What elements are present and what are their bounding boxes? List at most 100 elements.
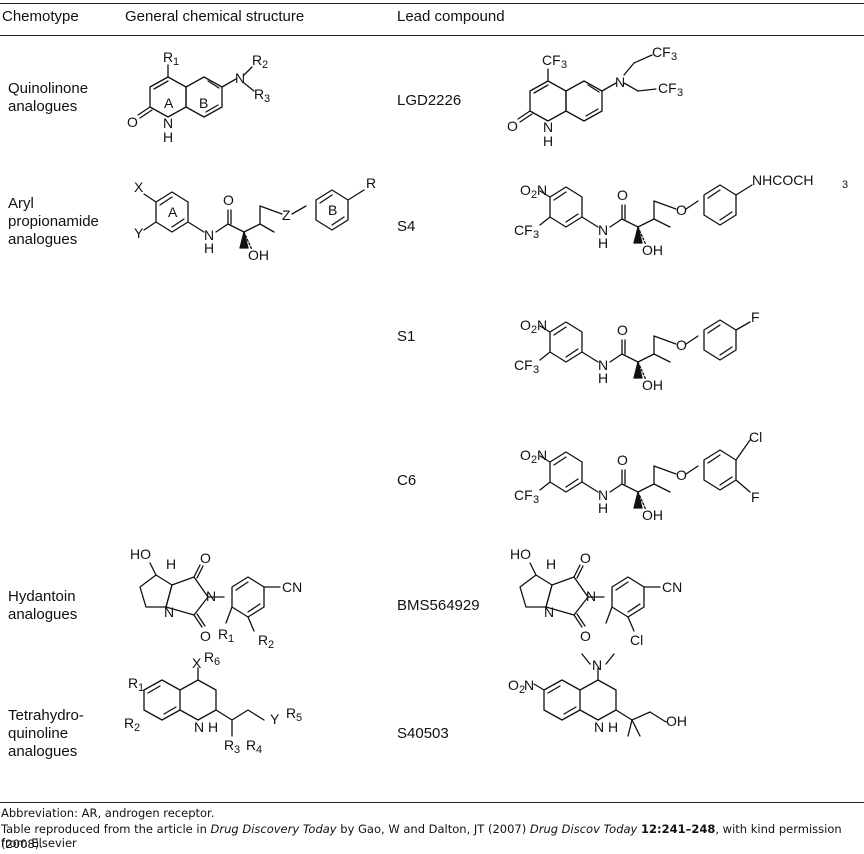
header-general-structure: General chemical structure [125, 8, 305, 25]
table-bottom-rule [0, 802, 864, 803]
svg-text:OH: OH [666, 713, 687, 729]
svg-text:N: N [163, 115, 173, 131]
svg-text:O: O [200, 550, 211, 566]
svg-text:N: N [164, 604, 174, 620]
footnote-source: Table reproduced from the article in Dru… [1, 822, 842, 850]
svg-text:HO: HO [130, 546, 151, 562]
svg-text:F: F [751, 489, 760, 505]
svg-text:A: A [164, 95, 174, 111]
compound-s4: S4 [397, 218, 416, 235]
svg-text:Y: Y [270, 711, 280, 727]
svg-text:5: 5 [296, 712, 302, 724]
svg-text:O: O [676, 467, 687, 483]
svg-text:Z: Z [282, 207, 291, 223]
compound-s1: S1 [397, 328, 416, 345]
svg-text:N: N [537, 317, 547, 333]
structure-bms564929: HO H O N N O CN Cl [510, 546, 682, 648]
svg-text:N: N [586, 588, 596, 604]
svg-text:OH: OH [642, 377, 663, 393]
svg-text:X: X [134, 179, 144, 195]
svg-text:R: R [258, 632, 268, 648]
header-rule [0, 35, 864, 36]
svg-text:N: N [543, 119, 553, 135]
svg-text:2: 2 [519, 684, 525, 696]
svg-text:2: 2 [531, 324, 537, 336]
svg-text:1: 1 [228, 633, 234, 645]
svg-text:H: H [166, 556, 176, 572]
svg-text:N: N [537, 182, 547, 198]
svg-text:R: R [366, 175, 376, 191]
ring-b [185, 76, 223, 118]
svg-text:O: O [580, 550, 591, 566]
svg-text:N: N [592, 657, 602, 673]
svg-text:R: R [163, 49, 173, 65]
svg-text:2: 2 [268, 639, 274, 651]
svg-text:Cl: Cl [630, 632, 643, 648]
svg-text:3: 3 [671, 51, 677, 63]
svg-text:N: N [235, 70, 245, 86]
compound-s40503: S40503 [397, 725, 449, 742]
svg-text:N: N [598, 487, 608, 503]
table-top-rule [0, 3, 864, 4]
svg-text:CF: CF [514, 487, 533, 503]
svg-text:H: H [598, 500, 608, 516]
svg-text:N: N [194, 719, 204, 735]
svg-text:N: N [206, 588, 216, 604]
svg-text:OH: OH [248, 247, 269, 263]
header-lead-compound: Lead compound [397, 8, 505, 25]
svg-text:O: O [617, 322, 628, 338]
svg-text:H: H [204, 240, 214, 256]
svg-text:NHCOCH: NHCOCH [752, 172, 813, 188]
svg-text:R: R [254, 86, 264, 102]
svg-text:H: H [163, 129, 173, 145]
svg-text:2: 2 [262, 59, 268, 71]
svg-text:3: 3 [234, 744, 240, 756]
svg-text:O: O [507, 118, 518, 134]
svg-text:2: 2 [134, 722, 140, 734]
svg-text:2: 2 [531, 454, 537, 466]
svg-text:R: R [124, 715, 134, 731]
svg-text:O: O [617, 187, 628, 203]
svg-text:N: N [204, 227, 214, 243]
svg-text:OH: OH [642, 242, 663, 258]
compound-bms564929: BMS564929 [397, 597, 480, 614]
svg-text:O: O [617, 452, 628, 468]
svg-text:1: 1 [173, 56, 179, 68]
svg-text:3: 3 [561, 59, 567, 71]
svg-text:3: 3 [677, 87, 683, 99]
svg-text:H: H [598, 235, 608, 251]
svg-text:3: 3 [533, 494, 539, 506]
svg-text:CF: CF [658, 80, 677, 96]
svg-text:O: O [200, 628, 211, 644]
svg-text:3: 3 [533, 364, 539, 376]
svg-text:R: R [252, 52, 262, 68]
svg-text:O: O [127, 114, 138, 130]
svg-text:CF: CF [514, 222, 533, 238]
svg-text:Y: Y [134, 225, 144, 241]
svg-text:H: H [598, 370, 608, 386]
svg-text:O: O [520, 317, 531, 333]
footnote-year: (2008). [1, 837, 43, 851]
svg-text:3: 3 [264, 93, 270, 105]
svg-text:N: N [594, 719, 604, 735]
svg-text:O: O [580, 628, 591, 644]
svg-text:B: B [199, 95, 208, 111]
svg-text:O: O [676, 202, 687, 218]
svg-text:B: B [328, 202, 337, 218]
svg-text:CF: CF [542, 52, 561, 68]
svg-text:HO: HO [510, 546, 531, 562]
svg-text:O: O [520, 447, 531, 463]
svg-text:R: R [286, 705, 296, 721]
svg-text:N: N [524, 677, 534, 693]
svg-text:H: H [543, 133, 553, 149]
svg-text:4: 4 [256, 744, 262, 756]
